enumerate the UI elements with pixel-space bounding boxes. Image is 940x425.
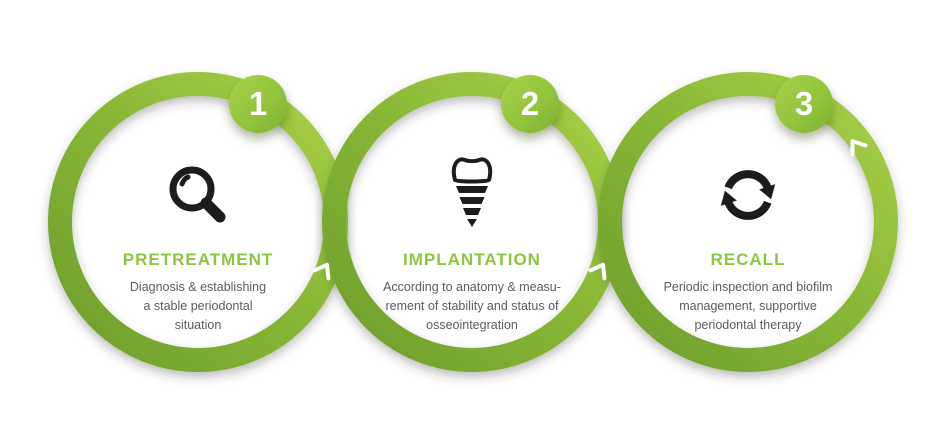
step-2-badge: 2 [501,75,559,133]
recycle-arrows-icon [628,148,868,242]
step-3-recall: RECALL Periodic inspection and biofilm m… [628,148,868,334]
step-2-title: IMPLANTATION [403,250,541,269]
step-1-pretreatment: PRETREATMENT Diagnosis & establishing a … [78,148,318,334]
step-1-number: 1 [248,85,268,122]
step-2-number: 2 [520,85,540,122]
step-1-badge: 1 [229,75,287,133]
step-1-description: Diagnosis & establishing a stable period… [129,280,267,332]
implant-icon-svg [451,157,493,227]
recycle-arrows-icon-svg [720,170,776,220]
magnifier-icon-svg [169,166,226,223]
step-2-implantation: IMPLANTATION According to anatomy & meas… [352,148,592,334]
ring-arrow-icon [312,262,331,281]
step-1-title: PRETREATMENT [122,250,274,269]
magnifier-icon [78,148,318,242]
ring-arrow-icon [588,262,607,281]
step-3-number: 3 [794,85,814,122]
ring-step-3 [598,72,898,372]
ring-arrow-icon [850,139,868,157]
step-3-description: Periodic inspection and biofilm manageme… [663,280,833,332]
step-3-title: RECALL [710,250,786,269]
implant-icon [352,148,592,242]
step-2-description: According to anatomy & measu- rement of … [383,280,561,332]
step-3-badge: 3 [775,75,833,133]
